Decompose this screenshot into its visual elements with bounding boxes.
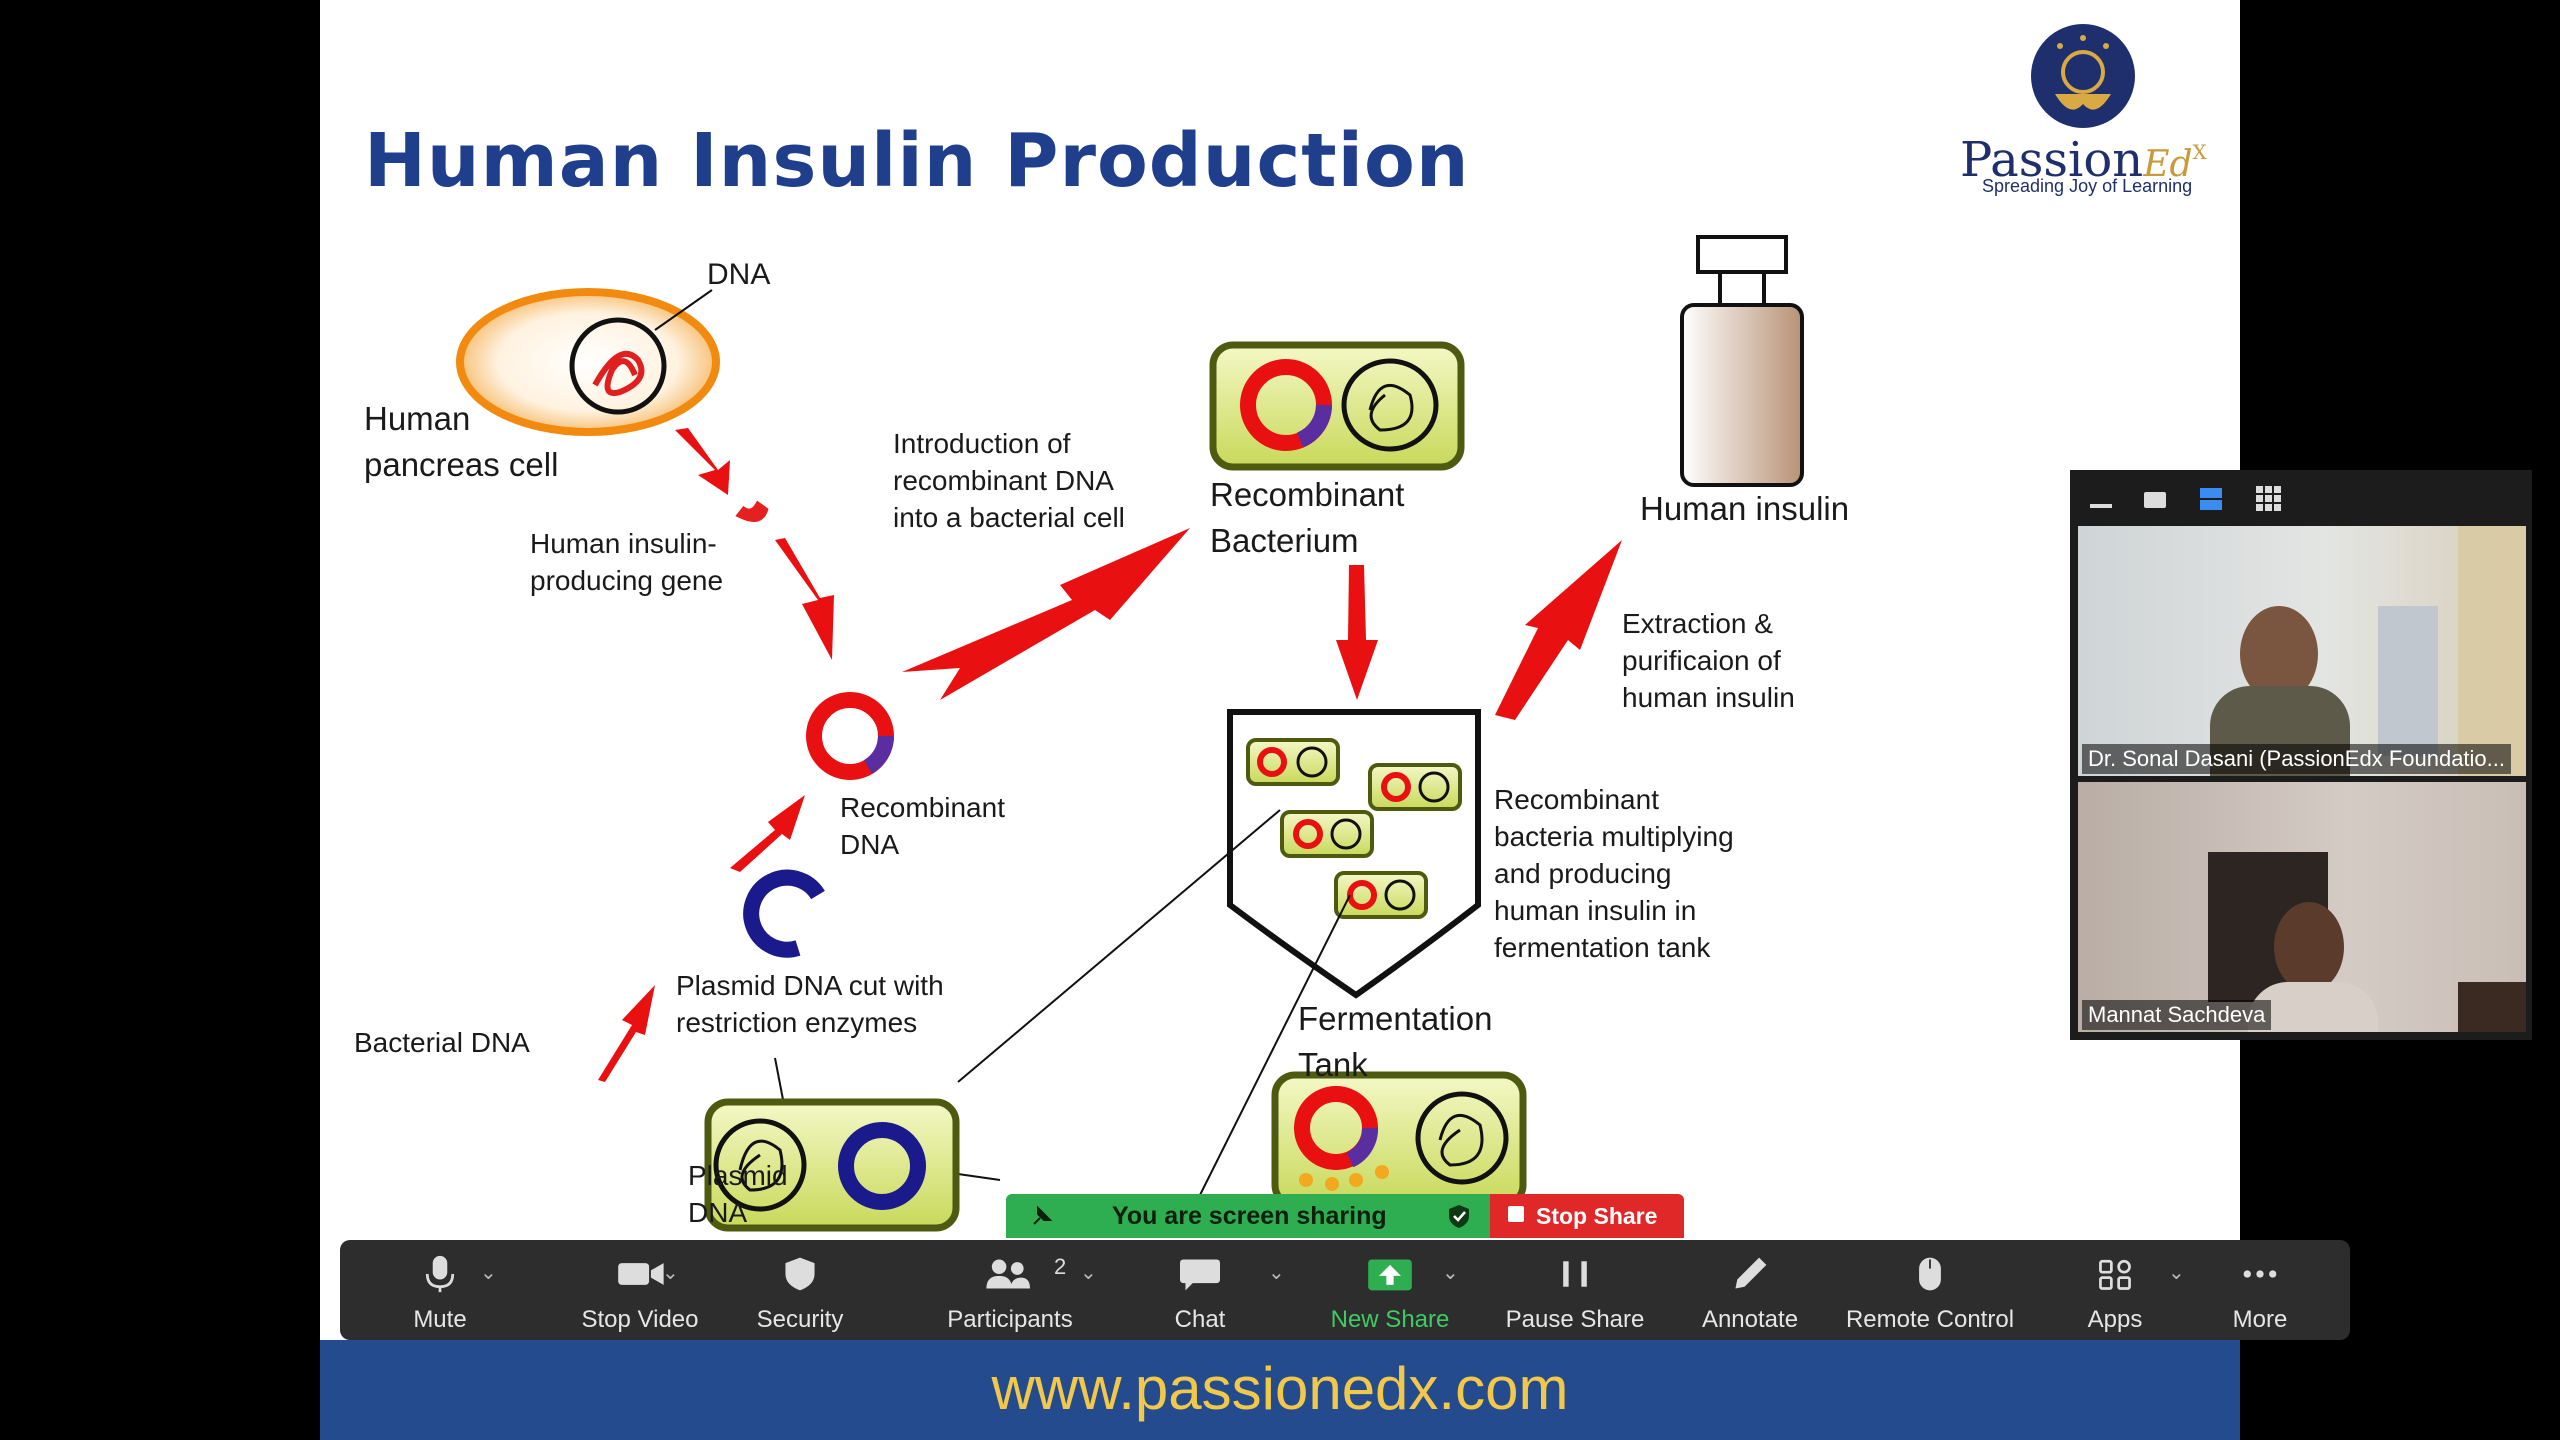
chat-bubble-icon (1180, 1259, 1220, 1291)
video-options-chevron-icon[interactable]: ⌄ (662, 1262, 679, 1284)
label-plasmid: Plasmid (688, 1160, 788, 1191)
label-fermentation: Fermentation (1298, 1000, 1493, 1037)
shield-icon (785, 1257, 815, 1291)
stop-share-button[interactable]: Stop Share (1490, 1194, 1684, 1238)
label-dna: DNA (707, 258, 771, 291)
pencil-icon (1735, 1257, 1767, 1289)
label-human: Human (364, 400, 471, 437)
security-button[interactable]: Security (720, 1240, 880, 1340)
mute-options-chevron-icon[interactable]: ⌄ (480, 1262, 497, 1284)
label-recombinant-dna-1: Recombinant (840, 792, 1005, 823)
label-pancreas-cell: pancreas cell (364, 446, 559, 483)
apps-grid-icon (2099, 1259, 2131, 1290)
mouse-icon (1919, 1257, 1941, 1291)
mute-button[interactable]: Mute (380, 1240, 500, 1340)
participants-count: 2 (1054, 1254, 1067, 1279)
participants-options-chevron-icon[interactable]: ⌄ (1080, 1262, 1097, 1284)
participant-name: Dr. Sonal Dasani (PassionEdx Foundatio..… (2082, 744, 2512, 774)
label-tank-desc-5: fermentation tank (1494, 932, 1711, 963)
participant-video-tile[interactable]: Dr. Sonal Dasani (PassionEdx Foundatio..… (2078, 526, 2526, 776)
label-introduction-2: recombinant DNA (893, 465, 1114, 496)
microphone-icon (425, 1255, 455, 1293)
meeting-toolbar: Mute ⌄ Stop Video ⌄ Security 2 Participa… (340, 1240, 2350, 1340)
apps-button[interactable]: Apps (2055, 1240, 2175, 1340)
label-extraction-2: purificaion of (1622, 645, 1781, 676)
arrow-to-bacterium (902, 528, 1190, 700)
participants-icon (986, 1259, 1030, 1289)
minimize-icon[interactable] (2090, 504, 2112, 508)
sharing-status-text: You are screen sharing (1112, 1202, 1387, 1230)
insulin-bottle (1680, 303, 1804, 487)
arrow-bact-to-tank (1336, 565, 1378, 700)
arrow-cell-to-gene (675, 428, 730, 495)
slide-title: Human Insulin Production (364, 118, 1470, 204)
pause-icon (1563, 1261, 1587, 1287)
gallery-view-icon[interactable] (2256, 486, 2282, 512)
stop-share-label: Stop Share (1536, 1203, 1658, 1229)
arrow-tank-to-insulin (1495, 540, 1622, 720)
new-share-button[interactable]: New Share (1310, 1240, 1470, 1340)
chat-button[interactable]: Chat (1130, 1240, 1270, 1340)
logo-tagline: Spreading Joy of Learning (1982, 176, 2193, 196)
ellipsis-icon (2243, 1270, 2277, 1278)
label-tank-desc-2: bacteria multiplying (1494, 821, 1734, 852)
label-insulin-gene-2: producing gene (530, 565, 724, 596)
shield-check-icon (1449, 1205, 1469, 1228)
arrow-gene-to-recomb (775, 538, 834, 660)
label-recombinant-bacterium-1: Recombinant (1210, 476, 1405, 513)
label-insulin-gene-1: Human insulin- (530, 528, 717, 559)
label-introduction-3: into a bacterial cell (893, 502, 1125, 533)
stop-icon (1508, 1206, 1524, 1222)
annotate-button[interactable]: Annotate (1670, 1240, 1830, 1340)
plasmid-ring (838, 1122, 926, 1210)
arrow-bacteria-to-plasmid (598, 985, 655, 1082)
chat-options-chevron-icon[interactable]: ⌄ (1268, 1262, 1285, 1284)
insulin-bottle-cap (1696, 235, 1788, 274)
label-human-insulin: Human insulin (1640, 490, 1850, 527)
apps-options-chevron-icon[interactable]: ⌄ (2168, 1262, 2185, 1284)
cut-plasmid (743, 869, 825, 958)
label-recombinant-bacterium-2: Bacterium (1210, 522, 1359, 559)
remote-control-button[interactable]: Remote Control (1830, 1240, 2030, 1340)
passionedx-logo: PassionEdX Spreading Joy of Learning (1960, 24, 2220, 204)
label-tank-desc-1: Recombinant (1494, 784, 1659, 815)
label-plasmid-cut-2: restriction enzymes (676, 1007, 918, 1038)
screen-sharing-bar[interactable]: You are screen sharing (1006, 1194, 1490, 1238)
participant-avatar (2274, 902, 2344, 992)
label-introduction-1: Introduction of (893, 428, 1071, 459)
label-plasmid-dna: DNA (688, 1197, 748, 1228)
insulin-diagram (456, 235, 1804, 1232)
footer-url: www.passionedx.com (991, 1355, 1569, 1422)
label-bacterial-dna: Bacterial DNA (354, 1027, 530, 1058)
speaker-view-icon[interactable] (2200, 488, 2222, 510)
label-extraction-3: human insulin (1622, 682, 1795, 713)
label-tank-desc-4: human insulin in (1494, 895, 1697, 926)
participants-button[interactable]: 2 Participants (910, 1240, 1110, 1340)
participant-video-tile[interactable]: Mannat Sachdeva (2078, 782, 2526, 1032)
label-extraction-1: Extraction & (1622, 608, 1773, 639)
more-button[interactable]: More (2200, 1240, 2320, 1340)
participant-name: Mannat Sachdeva (2082, 1000, 2272, 1030)
label-tank: Tank (1298, 1046, 1368, 1083)
share-screen-up-arrow-icon (1368, 1259, 1412, 1291)
label-plasmid-cut-1: Plasmid DNA cut with (676, 970, 944, 1001)
slide-footer: www.passionedx.com (320, 1340, 2240, 1440)
arrow-plasmid-to-recomb (730, 795, 805, 872)
single-speaker-view-icon[interactable] (2144, 492, 2166, 508)
video-panel[interactable]: Dr. Sonal Dasani (PassionEdx Foundatio..… (2070, 470, 2532, 1040)
pause-share-button[interactable]: Pause Share (1490, 1240, 1660, 1340)
stop-video-button[interactable]: Stop Video (540, 1240, 740, 1340)
logo-wordmark: PassionEdX (1960, 132, 2207, 188)
label-tank-desc-3: and producing (1494, 858, 1672, 889)
video-camera-icon (618, 1263, 664, 1285)
pin-icon[interactable] (1030, 1204, 1054, 1228)
label-recombinant-dna-2: DNA (840, 829, 900, 860)
share-options-chevron-icon[interactable]: ⌄ (1442, 1262, 1459, 1284)
